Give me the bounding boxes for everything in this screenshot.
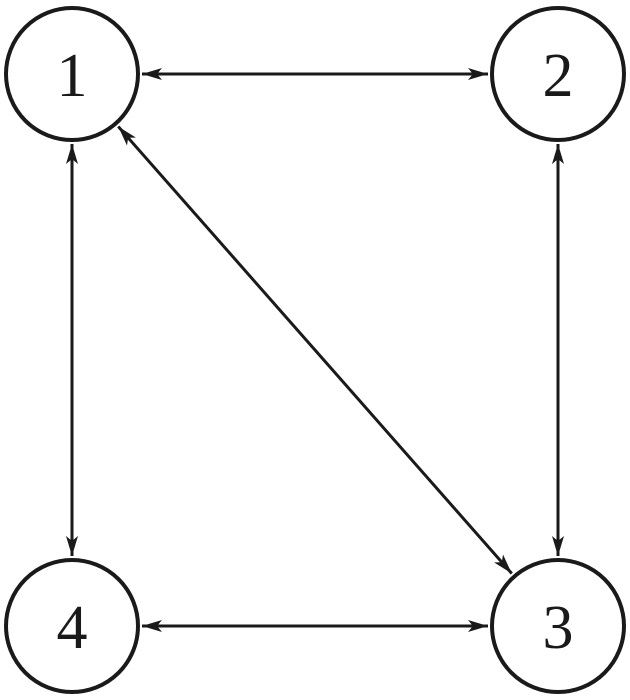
node-3: 3 (490, 558, 626, 694)
node-4: 4 (4, 558, 140, 694)
node-1: 1 (4, 6, 140, 142)
node-2: 2 (490, 6, 626, 142)
node-3-label: 3 (543, 594, 574, 662)
node-2-circle (490, 6, 626, 142)
node-2-label: 2 (543, 42, 574, 110)
node-1-label: 1 (57, 42, 88, 110)
node-4-label: 4 (57, 594, 88, 662)
edges (66, 68, 564, 632)
nodes: 1 2 3 4 (4, 6, 626, 694)
node-1-circle (4, 6, 140, 142)
node-3-circle (490, 558, 626, 694)
edge-1-3 (117, 125, 513, 575)
node-4-circle (4, 558, 140, 694)
